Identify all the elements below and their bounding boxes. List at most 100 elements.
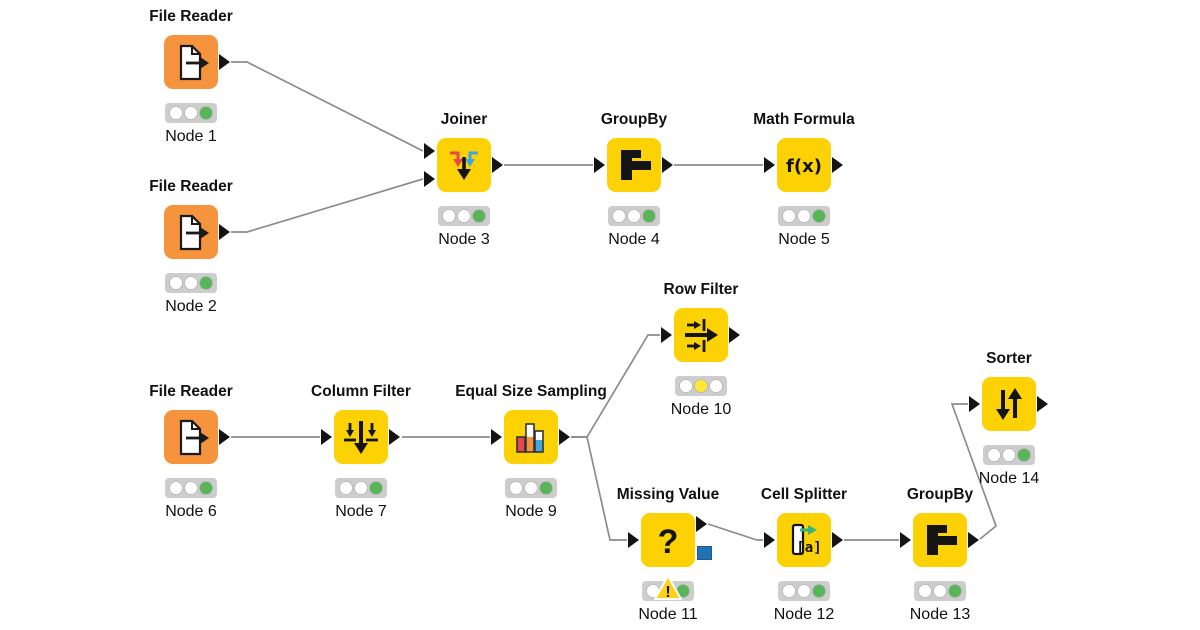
traffic-light: [165, 478, 217, 498]
input-port[interactable]: [660, 325, 674, 345]
node-sorter-14[interactable]: Sorter Node 14: [982, 350, 1036, 487]
node-label: Node 1: [165, 128, 217, 145]
input-port[interactable]: [593, 155, 607, 175]
node-file-reader-2[interactable]: File Reader Node 2: [149, 178, 233, 315]
input-port[interactable]: [423, 141, 437, 161]
node-missing-value-11[interactable]: Missing Value ? ! Node 11: [617, 486, 720, 623]
traffic-light: [165, 103, 217, 123]
cell-splitter-icon[interactable]: [a]: [777, 513, 831, 567]
traffic-light: [778, 581, 830, 601]
output-port[interactable]: [695, 514, 709, 534]
output-port[interactable]: [728, 325, 742, 345]
input-port[interactable]: [763, 530, 777, 550]
output-port[interactable]: [831, 155, 845, 175]
file-reader-icon[interactable]: [164, 410, 218, 464]
node-title: Equal Size Sampling: [455, 383, 607, 400]
input-port[interactable]: [627, 530, 641, 550]
output-port[interactable]: [491, 155, 505, 175]
output-port[interactable]: [967, 530, 981, 550]
node-title: GroupBy: [600, 111, 668, 128]
groupby-icon[interactable]: [607, 138, 661, 192]
node-label: Node 6: [165, 503, 217, 520]
node-file-reader-6[interactable]: File Reader Node 6: [149, 383, 233, 520]
node-title: Joiner: [440, 111, 488, 128]
node-groupby-4[interactable]: GroupBy Node 4: [607, 111, 661, 248]
traffic-light: [778, 206, 830, 226]
output-port[interactable]: [831, 530, 845, 550]
traffic-light: [914, 581, 966, 601]
traffic-light: [438, 206, 490, 226]
traffic-light: [505, 478, 557, 498]
node-label: Node 5: [778, 231, 830, 248]
row-filter-icon[interactable]: [674, 308, 728, 362]
svg-text:f(x): f(x): [786, 156, 822, 177]
input-port[interactable]: [899, 530, 913, 550]
file-reader-icon[interactable]: [164, 35, 218, 89]
sorter-icon[interactable]: [982, 377, 1036, 431]
input-port[interactable]: [423, 169, 437, 189]
traffic-light: [335, 478, 387, 498]
connection: [571, 436, 627, 541]
node-cell-splitter-12[interactable]: Cell Splitter [a] Node 12: [761, 486, 847, 623]
warning-icon: !: [654, 575, 682, 601]
traffic-light: [983, 445, 1035, 465]
bar-chart-icon[interactable]: [504, 410, 558, 464]
input-port[interactable]: [763, 155, 777, 175]
question-mark-icon[interactable]: ?: [641, 513, 695, 567]
node-title: Sorter: [986, 350, 1032, 367]
joiner-icon[interactable]: [437, 138, 491, 192]
node-label: Node 11: [638, 606, 698, 623]
connection: [950, 403, 998, 540]
svg-text:!: !: [665, 584, 670, 601]
node-title: File Reader: [149, 8, 233, 25]
node-label: Node 4: [608, 231, 660, 248]
node-label: Node 14: [978, 470, 1040, 487]
node-title: Cell Splitter: [760, 486, 848, 503]
output-port[interactable]: [218, 52, 232, 72]
node-title: Row Filter: [663, 281, 739, 298]
svg-text:[a]: [a]: [796, 540, 821, 556]
node-column-filter-7[interactable]: Column Filter Node 7: [311, 383, 411, 520]
node-label: Node 2: [165, 298, 217, 315]
node-equal-size-sampling-9[interactable]: Equal Size Sampling Node 9: [455, 383, 607, 520]
node-title: Math Formula: [753, 111, 855, 128]
output-port[interactable]: [661, 155, 675, 175]
node-groupby-13[interactable]: GroupBy Node 13: [913, 486, 967, 623]
input-port[interactable]: [490, 427, 504, 447]
node-math-formula-5[interactable]: Math Formula f(x) Node 5: [753, 111, 855, 248]
file-reader-icon[interactable]: [164, 205, 218, 259]
node-file-reader-1[interactable]: File Reader Node 1: [149, 8, 233, 145]
groupby-icon[interactable]: [913, 513, 967, 567]
output-port[interactable]: [218, 427, 232, 447]
connection: [707, 523, 763, 541]
traffic-light: [165, 273, 217, 293]
traffic-light: [608, 206, 660, 226]
node-title: File Reader: [149, 178, 233, 195]
math-formula-icon[interactable]: f(x): [777, 138, 831, 192]
svg-text:?: ?: [658, 523, 679, 561]
input-port[interactable]: [968, 394, 982, 414]
node-label: Node 3: [438, 231, 490, 248]
column-filter-icon[interactable]: [334, 410, 388, 464]
node-joiner-3[interactable]: Joiner Node 3: [437, 111, 491, 248]
output-port[interactable]: [558, 427, 572, 447]
connection: [231, 178, 424, 233]
node-label: Node 10: [670, 401, 732, 418]
node-label: Node 13: [909, 606, 971, 623]
input-port[interactable]: [320, 427, 334, 447]
node-row-filter-10[interactable]: Row Filter Node 10: [674, 281, 728, 418]
traffic-light: [675, 376, 727, 396]
node-label: Node 7: [335, 503, 387, 520]
node-label: Node 12: [773, 606, 835, 623]
node-title: GroupBy: [906, 486, 974, 503]
node-label: Node 9: [505, 503, 557, 520]
output-port[interactable]: [388, 427, 402, 447]
connection: [231, 61, 424, 152]
node-title: Column Filter: [311, 383, 411, 400]
node-title: Missing Value: [616, 486, 720, 503]
output-port[interactable]: [1036, 394, 1050, 414]
output-port[interactable]: [218, 222, 232, 242]
model-output-port[interactable]: [697, 546, 712, 560]
